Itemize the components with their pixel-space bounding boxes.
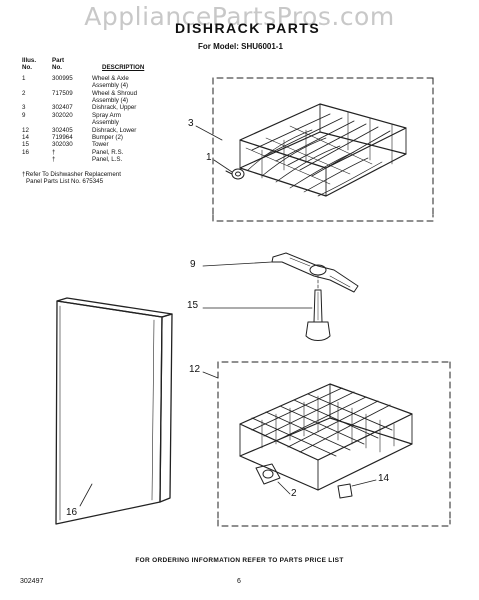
model-line: For Model: SHU6001-1 <box>198 42 283 51</box>
part-number: 302030 <box>52 141 73 149</box>
part-description: Panel, L.S. <box>92 156 123 164</box>
header-description: DESCRIPTION <box>102 64 145 72</box>
lower-rack-outline <box>217 361 451 527</box>
callout-15: 15 <box>187 300 199 311</box>
callout-3: 3 <box>188 118 194 129</box>
document-number: 302497 <box>20 578 44 585</box>
wheel-and-axle <box>213 159 245 180</box>
table-row: 3 302407 Dishrack, Upper <box>22 104 144 111</box>
table-row: 12 302405 Dishrack, Lower <box>22 127 144 134</box>
table-row: Assembly (4) <box>22 82 144 89</box>
part-description: Assembly <box>92 119 119 127</box>
page-number: 6 <box>237 578 241 585</box>
upper-rack-outline <box>212 77 434 222</box>
part-description: Dishrack, Upper <box>92 104 137 112</box>
part-number: † <box>52 148 56 156</box>
callout-14: 14 <box>378 473 390 484</box>
callout-1: 1 <box>206 152 212 163</box>
tower <box>305 289 331 341</box>
part-number: 302020 <box>52 111 73 119</box>
table-row: 9 302020 Spray Arm <box>22 112 144 119</box>
callout-9: 9 <box>190 259 196 270</box>
callout-2: 2 <box>291 488 297 499</box>
footnote: †Refer To Dishwasher Replacement Panel P… <box>22 171 182 186</box>
lower-dishrack <box>239 383 413 491</box>
part-number: 717509 <box>52 89 73 97</box>
part-description: Wheel & Shroud <box>92 89 138 97</box>
illus-number: 14 <box>22 134 29 142</box>
illus-number: 16 <box>22 148 29 156</box>
part-description: Bumper (2) <box>92 134 123 142</box>
table-row: 14 719964 Bumper (2) <box>22 134 144 141</box>
ordering-note: FOR ORDERING INFORMATION REFER TO PARTS … <box>135 557 344 564</box>
part-number: 302407 <box>52 104 73 112</box>
illus-number: 15 <box>22 141 29 149</box>
part-description: Wheel & Axle <box>92 74 129 82</box>
wheel-and-shroud <box>255 463 281 485</box>
illus-number: 1 <box>22 74 26 82</box>
illus-number: 12 <box>22 126 29 134</box>
table-row: 15 302030 Tower <box>22 141 144 148</box>
callout-12: 12 <box>189 364 201 375</box>
footnote-line-2: Panel Parts List No. 675345 <box>26 178 104 186</box>
part-number: 719964 <box>52 134 73 142</box>
table-row: Assembly <box>22 119 144 126</box>
illus-number: 3 <box>22 104 26 112</box>
table-row: Assembly (4) <box>22 97 144 104</box>
table-row: 1 300995 Wheel & Axle <box>22 75 144 82</box>
part-number: † <box>52 156 56 164</box>
footnote-line-1: †Refer To Dishwasher Replacement <box>22 171 121 178</box>
illus-number: 2 <box>22 89 26 97</box>
part-description: Dishrack, Lower <box>92 126 137 134</box>
table-row: 16 † Panel, R.S. <box>22 149 144 156</box>
part-description: Assembly (4) <box>92 82 129 90</box>
header-part: Part No. <box>52 57 65 72</box>
upper-dishrack <box>239 103 407 197</box>
part-number: 300995 <box>52 74 73 82</box>
part-description: Tower <box>92 141 109 149</box>
part-description: Panel, R.S. <box>92 148 124 156</box>
part-number: 302405 <box>52 126 73 134</box>
bumper <box>337 483 353 499</box>
header-illus: Illus. No. <box>22 57 37 72</box>
callout-16: 16 <box>66 507 78 518</box>
part-description: Assembly (4) <box>92 97 129 105</box>
illus-number: 9 <box>22 111 26 119</box>
side-panel <box>55 297 173 525</box>
table-row: 2 717509 Wheel & Shroud <box>22 90 144 97</box>
page-title: DISHRACK PARTS <box>175 20 321 36</box>
part-description: Spray Arm <box>92 111 121 119</box>
spray-arm <box>271 252 359 293</box>
table-row: † Panel, L.S. <box>22 156 144 163</box>
